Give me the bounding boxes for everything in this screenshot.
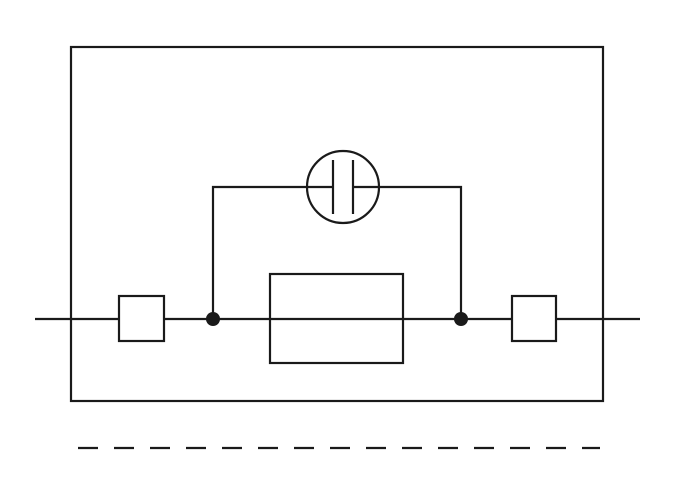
bypass-branch-left <box>211 185 307 319</box>
indicator-lamp <box>305 149 381 225</box>
terminal-right <box>510 294 558 343</box>
bypass-branch-right <box>380 185 463 319</box>
fuse-body <box>268 272 405 365</box>
terminal-left <box>117 294 166 343</box>
enclosure <box>69 45 605 403</box>
